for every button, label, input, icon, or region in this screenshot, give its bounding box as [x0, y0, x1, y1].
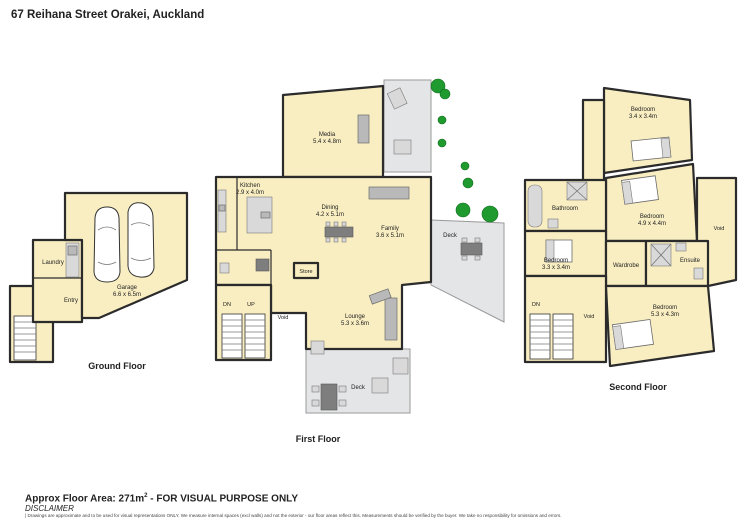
- dining-label: Dining: [321, 205, 338, 211]
- basin-icon: [547, 218, 559, 229]
- second-dn-label: DN: [532, 302, 540, 308]
- second-void-2-label: Void: [584, 314, 595, 320]
- floor-area-unit-superscript: 2: [144, 493, 148, 499]
- side-deck-label: Deck: [443, 233, 458, 239]
- car-icon: [127, 202, 155, 278]
- second-floor-label: Second Floor: [609, 382, 667, 392]
- bed-icon: [630, 136, 672, 162]
- side-deck: [430, 219, 505, 323]
- wardrobe-label: Wardrobe: [613, 263, 640, 269]
- second-floor-plan: Bedroom 3.4 x 3.4m Bedroom 4.9 x 4.4m Vo…: [523, 86, 738, 392]
- bath-icon: [527, 184, 543, 228]
- deck-chair: [393, 139, 412, 155]
- bedroom-2-size: 4.9 x 4.4m: [638, 221, 666, 227]
- bedroom-1-size: 3.4 x 3.4m: [629, 114, 657, 120]
- media-label: Media: [319, 132, 336, 138]
- first-floor-label: First Floor: [296, 434, 341, 444]
- deck-chair: [392, 357, 409, 375]
- garage-size: 6.6 x 6.5m: [113, 292, 141, 298]
- tree-icon: [455, 202, 471, 218]
- bedroom-2: [604, 162, 699, 243]
- bedroom-4-size: 5.3 x 4.3m: [651, 312, 679, 318]
- second-void-label: Void: [714, 226, 725, 232]
- disclaimer-title: DISCLAIMER: [25, 504, 74, 513]
- first-floor-plan: Deck Deck: [214, 78, 505, 444]
- tree-icon: [430, 78, 451, 100]
- tree-icon: [481, 205, 499, 223]
- laundry-sink-icon: [67, 245, 78, 256]
- first-dn-label: DN: [223, 302, 231, 308]
- laundry-label: Laundry: [42, 260, 64, 266]
- second-stairs: [529, 313, 574, 360]
- floor-area-suffix: - FOR VISUAL PURPOSE ONLY: [147, 493, 299, 505]
- disclaimer-text: | Drawings are approximate and to be use…: [25, 513, 562, 518]
- ensuite-toilet-icon: [693, 267, 704, 280]
- lounge-chair: [310, 340, 325, 355]
- floor-area-prefix: Approx Floor Area: 271m: [25, 493, 145, 505]
- ground-floor-label: Ground Floor: [88, 361, 146, 371]
- bathroom-label: Bathroom: [552, 206, 578, 212]
- kitchen-label: Kitchen: [240, 183, 260, 189]
- lounge-sofa: [384, 297, 398, 341]
- first-stairs: [221, 313, 266, 359]
- sink-icon: [260, 211, 271, 219]
- stove-icon: [218, 204, 226, 212]
- ground-floor-plan: UP Laundry Entry Garage 6.6 x 6.5m G: [8, 191, 189, 371]
- ensuite-basin-icon: [675, 242, 687, 252]
- deck-table: [460, 242, 483, 256]
- fridge-icon: [255, 258, 270, 272]
- media-size: 5.4 x 4.8m: [313, 139, 341, 145]
- hall-strip: [581, 98, 606, 184]
- floor-area-note: Approx Floor Area: 271m2 - FOR VISUAL PU…: [25, 493, 298, 504]
- store-room: [292, 261, 320, 280]
- tree-icon: [462, 177, 474, 189]
- dining-size: 4.2 x 5.1m: [316, 212, 344, 218]
- bed-icon: [545, 239, 573, 263]
- tree-icon: [437, 138, 447, 148]
- bedroom-2-label: Bedroom: [640, 214, 664, 220]
- bed-icon: [621, 175, 659, 205]
- ground-stairs: [13, 315, 37, 361]
- toilet-icon: [219, 262, 230, 274]
- media-sofa: [357, 114, 370, 144]
- page-title: 67 Reihana Street Orakei, Auckland: [11, 9, 205, 21]
- lounge-size: 5.3 x 3.6m: [341, 321, 369, 327]
- bed-icon: [611, 319, 654, 350]
- kitchen-size: 2.9 x 4.0m: [236, 190, 264, 196]
- deck-chair: [371, 377, 389, 394]
- lower-deck-label: Deck: [351, 385, 366, 391]
- first-void-label: Void: [278, 315, 289, 321]
- garage-label: Garage: [117, 285, 138, 291]
- lounge-label: Lounge: [345, 314, 366, 320]
- family-size: 3.6 x 5.1m: [376, 233, 404, 239]
- ensuite-label: Ensuite: [680, 258, 701, 264]
- garage-room: [63, 191, 189, 320]
- bedroom-1-label: Bedroom: [631, 107, 655, 113]
- store-label: Store: [299, 269, 312, 275]
- dining-table: [324, 226, 354, 238]
- entry-label: Entry: [64, 298, 78, 304]
- car-icon: [93, 206, 121, 283]
- family-label: Family: [381, 226, 399, 232]
- bedroom-3-label: Bedroom: [544, 258, 568, 264]
- family-sofa: [368, 186, 410, 200]
- lower-deck-table: [320, 383, 338, 411]
- tree-icon: [460, 161, 470, 171]
- bedroom-4-label: Bedroom: [653, 305, 677, 311]
- tree-icon: [437, 115, 447, 125]
- bedroom-1: [602, 86, 694, 175]
- bedroom-3-size: 3.3 x 3.4m: [542, 265, 570, 271]
- first-up-label: UP: [247, 302, 255, 308]
- deck-chair: [386, 87, 408, 110]
